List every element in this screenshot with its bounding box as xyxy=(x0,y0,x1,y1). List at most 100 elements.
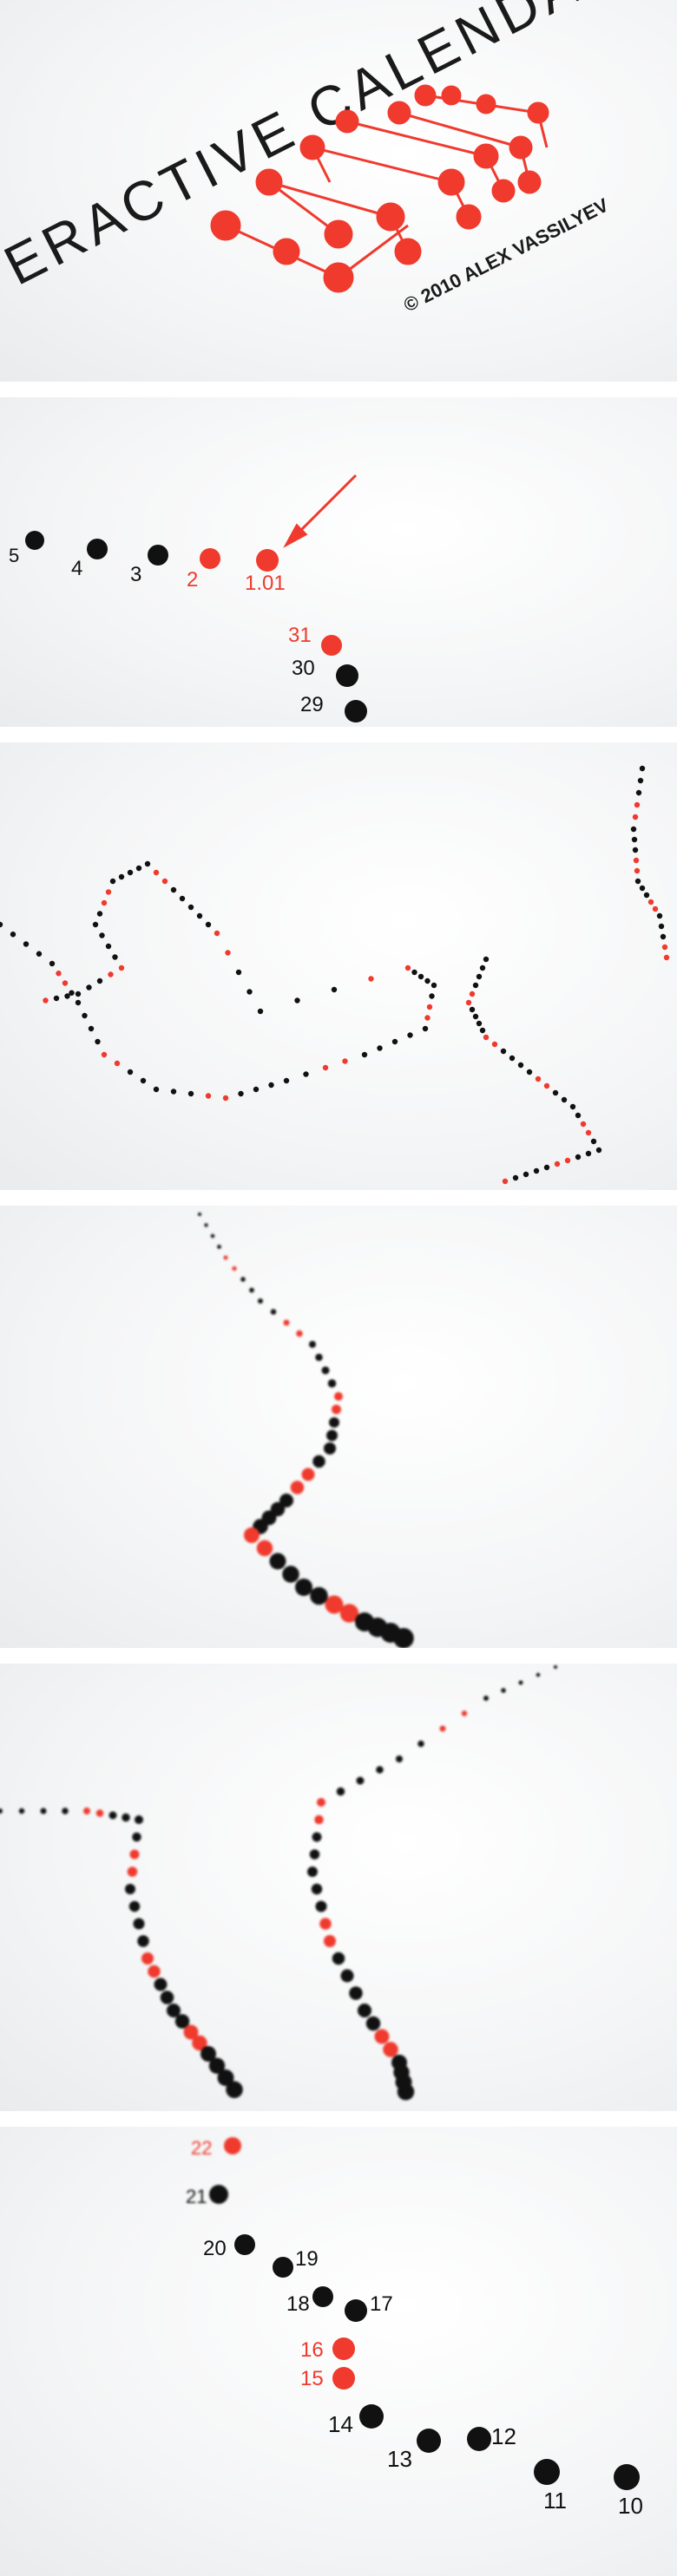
path-dot xyxy=(331,986,338,993)
path-dot xyxy=(637,777,644,784)
path-dot xyxy=(196,912,203,919)
path-dot xyxy=(174,2014,190,2029)
new-year-photo: 5 4 3 2 1.01 31 30 29 xyxy=(0,397,677,727)
path-dot xyxy=(144,860,151,867)
path-dot xyxy=(509,1055,516,1062)
day-dot xyxy=(332,2367,355,2390)
path-dot xyxy=(533,1167,540,1174)
path-dot xyxy=(647,899,654,906)
path-dot xyxy=(88,1025,95,1032)
path-dot xyxy=(82,1012,88,1019)
path-dot xyxy=(585,1129,592,1136)
day-label: 21 xyxy=(186,2186,207,2207)
path-dot xyxy=(396,1755,403,1762)
path-dot xyxy=(256,1540,273,1557)
path-dot xyxy=(564,1157,571,1164)
path-dot xyxy=(307,1867,318,1877)
path-dot xyxy=(461,1710,468,1716)
path-dot xyxy=(632,814,639,821)
numbered-dots-photo: 22 21 20 19 18 17 16 15 14 13 12 11 10 xyxy=(0,2127,677,2576)
path-dot xyxy=(358,2004,371,2017)
path-dot xyxy=(235,969,242,976)
path-dot xyxy=(108,1811,117,1820)
calendar-logo xyxy=(210,84,549,293)
path-dot xyxy=(517,1062,524,1069)
path-dot xyxy=(270,1309,277,1315)
dot-path-closeup xyxy=(198,1213,414,1648)
day-label: 13 xyxy=(387,2446,412,2472)
path-dot xyxy=(105,943,112,950)
path-dot xyxy=(554,1665,557,1669)
path-dot xyxy=(633,857,640,864)
path-dot xyxy=(154,1978,168,1991)
path-dot xyxy=(652,906,659,912)
path-dot xyxy=(43,997,49,1004)
path-dot xyxy=(283,1319,290,1326)
path-dot xyxy=(349,1986,363,2000)
day-dot xyxy=(200,548,220,569)
path-dot xyxy=(634,801,641,808)
day-dot xyxy=(224,2137,241,2154)
path-dot xyxy=(469,991,476,997)
path-dot xyxy=(407,1032,413,1038)
path-dot xyxy=(296,1330,303,1337)
path-dot xyxy=(141,1952,154,1965)
path-dot xyxy=(232,1265,237,1272)
day-label: 18 xyxy=(286,2292,310,2316)
path-dot xyxy=(238,1090,244,1097)
path-dot xyxy=(383,2042,398,2057)
day-dot xyxy=(345,700,367,722)
path-dot xyxy=(303,1071,309,1077)
path-dot xyxy=(49,960,56,967)
day-label: 1.01 xyxy=(245,572,286,595)
arrow-icon xyxy=(283,474,358,548)
path-dot xyxy=(246,989,253,995)
path-dot xyxy=(167,2004,181,2017)
path-dot xyxy=(109,878,116,885)
path-dot xyxy=(56,971,62,977)
path-dot xyxy=(310,1586,328,1605)
path-dot xyxy=(114,1060,121,1067)
path-dot xyxy=(217,1245,221,1249)
path-dot xyxy=(105,889,112,895)
path-dot xyxy=(397,2083,415,2101)
path-dot xyxy=(96,977,103,984)
path-dot xyxy=(210,1233,215,1239)
path-dot xyxy=(368,976,374,982)
path-dot xyxy=(295,1579,312,1596)
path-dot xyxy=(294,997,300,1004)
path-dot xyxy=(590,1138,597,1145)
path-dot xyxy=(512,1174,519,1181)
day-label: 15 xyxy=(300,2367,324,2390)
path-dot xyxy=(205,921,212,928)
path-dot xyxy=(148,1965,161,1978)
path-dot xyxy=(222,1095,229,1102)
path-dot xyxy=(192,2035,207,2051)
path-dot xyxy=(502,1178,509,1185)
dot-path-left xyxy=(0,860,437,1102)
day-dot xyxy=(209,2185,228,2204)
day-label: 4 xyxy=(71,557,82,580)
closeup-path xyxy=(198,1213,414,1648)
path-dot xyxy=(417,1740,424,1748)
path-dot xyxy=(374,2029,390,2044)
path-dot xyxy=(62,1808,69,1814)
path-dot xyxy=(356,1776,365,1785)
path-dot xyxy=(431,982,437,989)
path-dot xyxy=(429,993,435,999)
path-dot xyxy=(214,930,220,937)
path-dot xyxy=(140,1077,147,1084)
path-dot xyxy=(127,1867,138,1877)
day-dot xyxy=(321,635,342,656)
path-dot xyxy=(64,993,70,999)
path-dot xyxy=(309,1849,320,1860)
path-dot xyxy=(187,904,194,911)
day-label: 16 xyxy=(300,2338,324,2362)
day-dot xyxy=(87,539,108,559)
path-dot xyxy=(279,1494,293,1507)
path-dot xyxy=(153,1086,160,1093)
path-dot xyxy=(422,1025,429,1032)
path-dot xyxy=(595,1147,602,1154)
path-dot xyxy=(334,1392,343,1401)
day-label: 19 xyxy=(295,2247,319,2271)
